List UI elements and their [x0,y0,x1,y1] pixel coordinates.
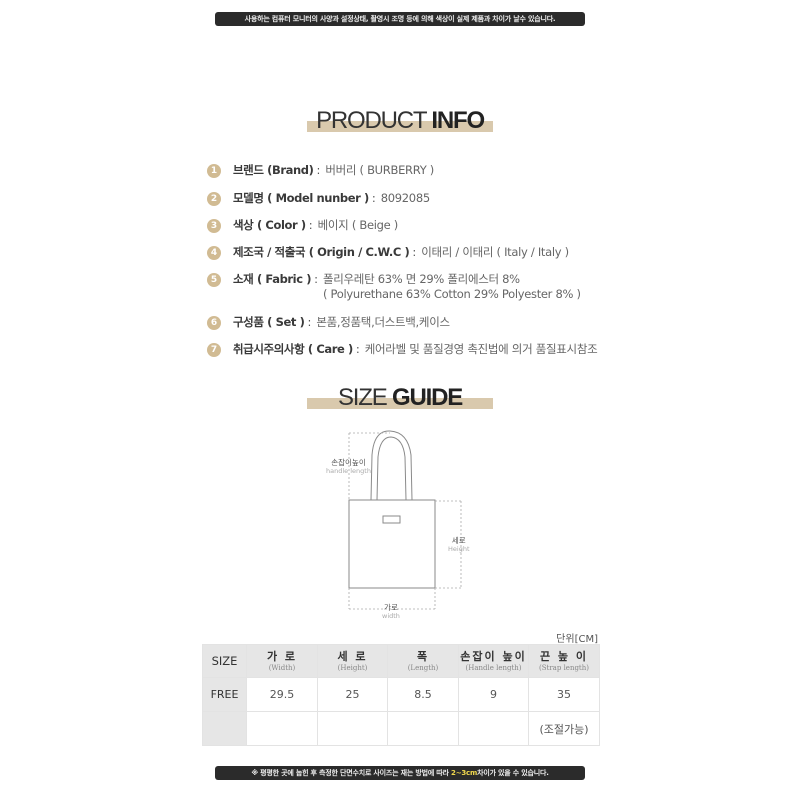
product-info-title: PRODUCT INFO [307,106,493,136]
row-size: FREE [202,677,247,712]
cell-height: 25 [317,677,388,712]
info-label: 색상 ( Color ) [233,218,306,232]
cell-handle-length: 9 [458,677,529,712]
info-value: 이태리 / 이태리 ( Italy / Italy ) [421,245,569,259]
header-size: SIZE [202,644,247,678]
info-value: 8092085 [380,191,430,205]
number-badge-icon: 3 [207,219,221,233]
info-value: 케어라벨 및 품질경영 촉진법에 의거 품질표시참조 [364,342,598,356]
info-item-fabric: 5 소재 ( Fabric ) : 폴리우레탄 63% 면 29% 폴리에스터 … [207,272,581,302]
info-value: 본품,정품택,더스트백,케이스 [316,315,450,329]
width-label: 가로 width [382,603,400,621]
cell-length [387,711,459,746]
header-strap-length: 끈 높 이 (Strap length) [528,644,600,678]
number-badge-icon: 7 [207,343,221,357]
info-value: 버버리 ( BURBERRY ) [325,163,434,177]
info-value: 베이지 ( Beige ) [317,218,399,232]
info-label: 모델명 ( Model nunber ) [233,191,369,205]
number-badge-icon: 4 [207,246,221,260]
info-value: 폴리우레탄 63% 면 29% 폴리에스터 8% [322,272,520,286]
notice-text: 사용하는 컴퓨터 모니터의 사양과 설정상태, 촬영시 조명 등에 의해 색상이… [244,15,556,23]
notice-banner-top: 사용하는 컴퓨터 모니터의 사양과 설정상태, 촬영시 조명 등에 의해 색상이… [215,12,585,26]
info-label: 브랜드 (Brand) [233,163,314,177]
row-size [202,711,247,746]
info-item-model: 2 모델명 ( Model nunber ) : 8092085 [207,191,430,206]
number-badge-icon: 6 [207,316,221,330]
cell-strap-length: 35 [528,677,600,712]
header-handle-length: 손잡이 높이 (Handle length) [458,644,529,678]
info-item-origin: 4 제조국 / 적출국 ( Origin / C.W.C ) : 이태리 / 이… [207,245,569,260]
tote-bag-outline-icon [348,430,462,610]
info-item-color: 3 색상 ( Color ) : 베이지 ( Beige ) [207,218,398,233]
notice-text: ※ 평평한 곳에 눕힌 후 측정한 단면수치로 사이즈는 재는 방법에 따라 [251,769,452,777]
header-height: 세 로 (Height) [317,644,388,678]
cell-width: 29.5 [246,677,318,712]
size-table: SIZE 가 로 (Width) 세 로 (Height) 폭 (Length)… [202,644,600,746]
number-badge-icon: 5 [207,273,221,287]
info-value-english: ( Polyurethane 63% Cotton 29% Polyester … [322,287,581,301]
number-badge-icon: 2 [207,192,221,206]
title-accent-band [307,398,493,409]
height-label: 세로 Height [448,536,470,554]
notice-banner-bottom: ※ 평평한 곳에 눕힌 후 측정한 단면수치로 사이즈는 재는 방법에 따라 2… [215,766,585,780]
handle-length-label: 손잡이높이 handle length [326,458,371,476]
table-row: FREE 29.5 25 8.5 9 35 [202,677,600,712]
title-accent-band [307,121,493,132]
notice-highlight: 2~3cm [451,769,478,777]
header-length: 폭 (Length) [387,644,459,678]
cell-handle-length [458,711,529,746]
notice-text-end: 차이가 있을 수 있습니다. [477,769,549,777]
cell-width [246,711,318,746]
info-label: 구성품 ( Set ) [233,315,305,329]
cell-height [317,711,388,746]
header-width: 가 로 (Width) [246,644,318,678]
title-bold: GUIDE [392,384,463,411]
bag-size-diagram: 손잡이높이 handle length 세로 Height 가로 width [310,425,490,625]
info-label: 취급시주의사항 ( Care ) [233,342,353,356]
title-light: SIZE [337,384,388,411]
unit-label: 단위[CM] [556,634,598,645]
number-badge-icon: 1 [207,164,221,178]
size-guide-title: SIZE GUIDE [307,383,493,413]
info-label: 소재 ( Fabric ) [233,272,312,286]
info-label: 제조국 / 적출국 ( Origin / C.W.C ) [233,245,410,259]
title-light: PRODUCT [316,107,427,134]
table-row: (조절가능) [202,711,600,746]
cell-strap-note: (조절가능) [528,711,600,746]
cell-length: 8.5 [387,677,459,712]
info-item-care: 7 취급시주의사항 ( Care ) : 케어라벨 및 품질경영 촉진법에 의거… [207,342,598,357]
title-bold: INFO [431,107,485,134]
info-item-brand: 1 브랜드 (Brand) : 버버리 ( BURBERRY ) [207,163,434,178]
info-item-set: 6 구성품 ( Set ) : 본품,정품택,더스트백,케이스 [207,315,450,330]
table-header-row: SIZE 가 로 (Width) 세 로 (Height) 폭 (Length)… [202,644,600,678]
